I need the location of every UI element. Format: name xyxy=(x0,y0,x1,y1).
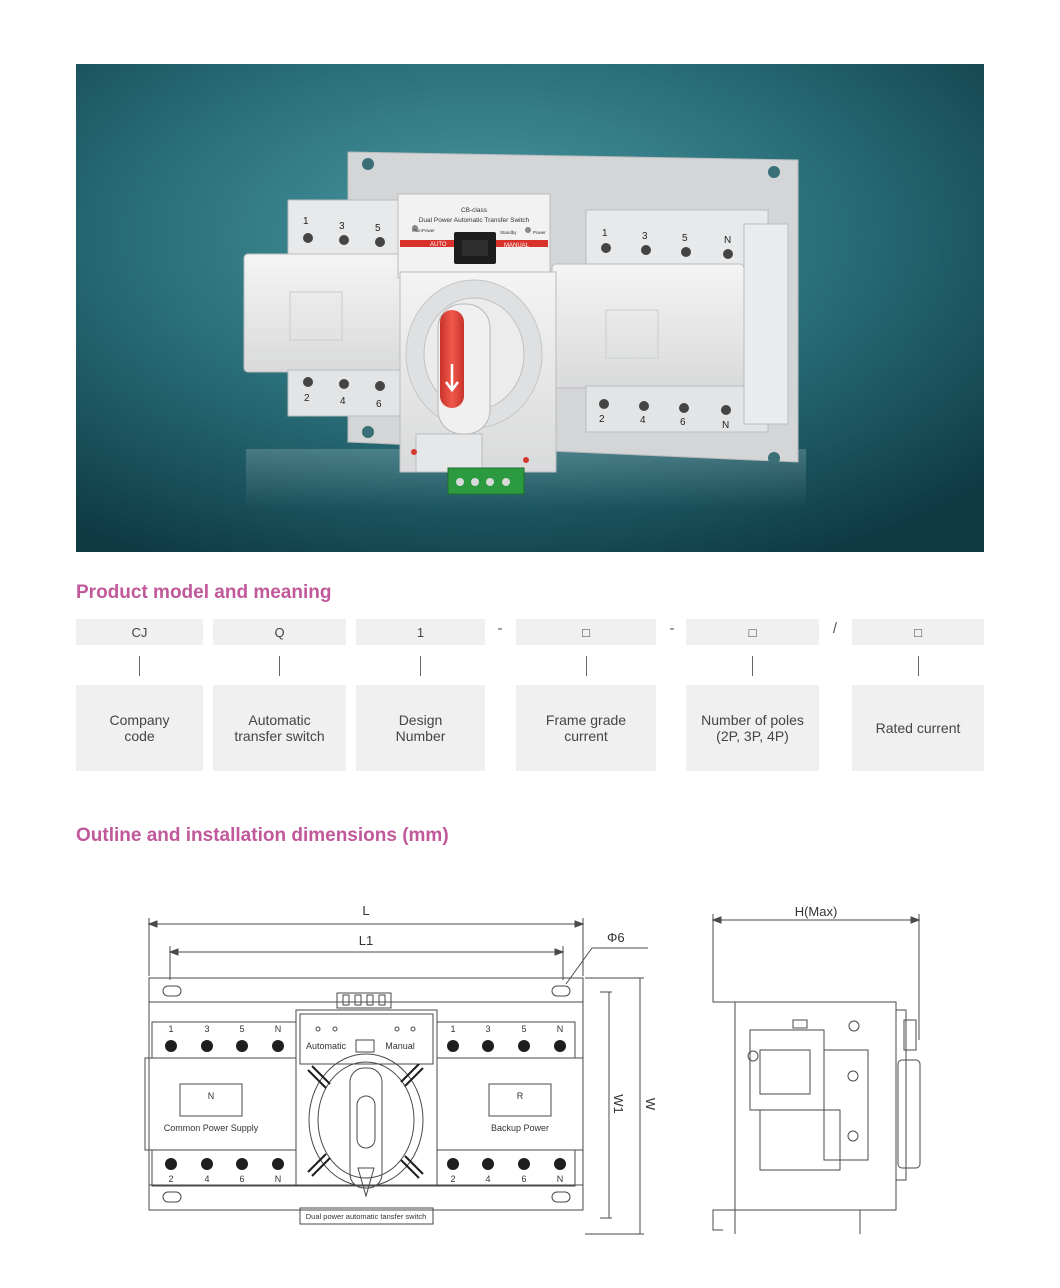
description-line: Number xyxy=(395,728,446,744)
model-description: Number of poles(2P, 3P, 4P) xyxy=(686,685,819,771)
photo-terminal-top-left: 5 xyxy=(375,223,381,234)
photo-terminal-bottom-right: 6 xyxy=(680,417,686,428)
mode-automatic-label: Automatic xyxy=(306,1041,347,1051)
description-line: code xyxy=(124,728,155,744)
connector-line xyxy=(918,656,919,676)
model-code-cell: Q xyxy=(213,619,346,645)
drawing-terminal-label: 5 xyxy=(239,1024,244,1034)
face-auto: AUTO xyxy=(430,242,447,248)
drawing-terminal-label: 1 xyxy=(168,1024,173,1034)
drawing-bottom-caption: Dual power automatic tansfer switch xyxy=(306,1212,426,1221)
photo-terminal-top-right: 5 xyxy=(682,233,688,244)
dim-label-W: W xyxy=(643,1098,658,1111)
drawing-terminal-label: 1 xyxy=(450,1024,455,1034)
description-line: transfer switch xyxy=(234,728,325,744)
face-main: Main xyxy=(412,228,422,233)
drawing-terminal-label: 4 xyxy=(485,1174,490,1184)
product-photo: CB-class Dual Power Automatic Transfer S… xyxy=(76,64,984,552)
model-separator: - xyxy=(669,620,675,637)
photo-terminal-top-left: 1 xyxy=(303,216,309,227)
connector-line xyxy=(586,656,587,676)
photo-terminal-top-right: 1 xyxy=(602,228,608,239)
model-code-cell: □ xyxy=(852,619,984,645)
model-section-title: Product model and meaning xyxy=(76,582,332,603)
face-label-line2: Dual Power Automatic Transfer Switch xyxy=(419,217,530,224)
connector-line xyxy=(139,656,140,676)
photo-terminal-top-right: N xyxy=(724,235,731,246)
photo-terminal-top-right: 3 xyxy=(642,231,648,242)
description-line: Design xyxy=(398,712,443,728)
drawing-terminal-label: 3 xyxy=(204,1024,209,1034)
dim-label-H: H(Max) xyxy=(795,904,838,919)
model-code-cell: □ xyxy=(686,619,819,645)
model-separator: - xyxy=(497,620,503,637)
dim-label-L1: L1 xyxy=(359,933,373,948)
description-line: Frame grade xyxy=(545,712,627,728)
left-box-caption: Common Power Supply xyxy=(164,1123,259,1133)
drawing-terminal-label: N xyxy=(557,1024,564,1034)
drawing-terminal-label: 2 xyxy=(168,1174,173,1184)
dim-label-W1: W1 xyxy=(611,1094,626,1114)
drawing-terminal-label: 5 xyxy=(521,1024,526,1034)
photo-terminal-bottom-right: 2 xyxy=(599,414,605,425)
mode-manual-label: Manual xyxy=(385,1041,415,1051)
model-code-cell: CJ xyxy=(76,619,203,645)
face-standby: Standby xyxy=(500,230,517,235)
description-line: Company xyxy=(109,712,170,728)
face-power-b: Power xyxy=(533,230,546,235)
model-code-cell: 1 xyxy=(356,619,485,645)
connector-line xyxy=(420,656,421,676)
drawing-terminal-label: N xyxy=(275,1174,282,1184)
dimension-drawing: L L1 Φ6 W1 W H(Max) 1 3 5 N 1 3 5 N 2 4 … xyxy=(144,903,921,1235)
model-description: Rated current xyxy=(852,685,984,771)
drawing-terminal-label: 2 xyxy=(450,1174,455,1184)
model-code-cell: □ xyxy=(516,619,656,645)
photo-terminal-top-left: 3 xyxy=(339,221,345,232)
drawing-terminal-label: 4 xyxy=(204,1174,209,1184)
model-separator: / xyxy=(832,620,838,637)
right-box-caption: Backup Power xyxy=(491,1123,549,1133)
description-line: Automatic xyxy=(248,712,311,728)
drawing-terminal-label: 6 xyxy=(239,1174,244,1184)
connector-line xyxy=(752,656,753,676)
face-power-a: Power xyxy=(422,228,435,233)
dimensions-section-title: Outline and installation dimensions (mm) xyxy=(76,825,449,846)
description-line: current xyxy=(564,728,608,744)
photo-terminal-bottom-left: 2 xyxy=(304,393,310,404)
drawing-terminal-label: 3 xyxy=(485,1024,490,1034)
left-box-letter: N xyxy=(208,1091,215,1101)
drawing-terminal-label: N xyxy=(557,1174,564,1184)
right-box-letter: R xyxy=(517,1091,524,1101)
dim-label-phi: Φ6 xyxy=(607,930,625,945)
description-line: Number of poles xyxy=(701,712,804,728)
photo-terminal-bottom-left: 6 xyxy=(376,399,382,410)
description-line: (2P, 3P, 4P) xyxy=(716,728,789,744)
photo-terminal-bottom-right: N xyxy=(722,420,729,431)
face-manual: MANUAL xyxy=(504,243,530,249)
photo-terminal-bottom-left: 4 xyxy=(340,396,346,407)
description-line: Rated current xyxy=(875,720,961,736)
photo-terminal-bottom-right: 4 xyxy=(640,415,646,426)
face-label-line1: CB-class xyxy=(461,207,488,214)
drawing-terminal-label: N xyxy=(275,1024,282,1034)
connector-line xyxy=(279,656,280,676)
drawing-terminal-label: 6 xyxy=(521,1174,526,1184)
dim-label-L: L xyxy=(362,903,369,918)
